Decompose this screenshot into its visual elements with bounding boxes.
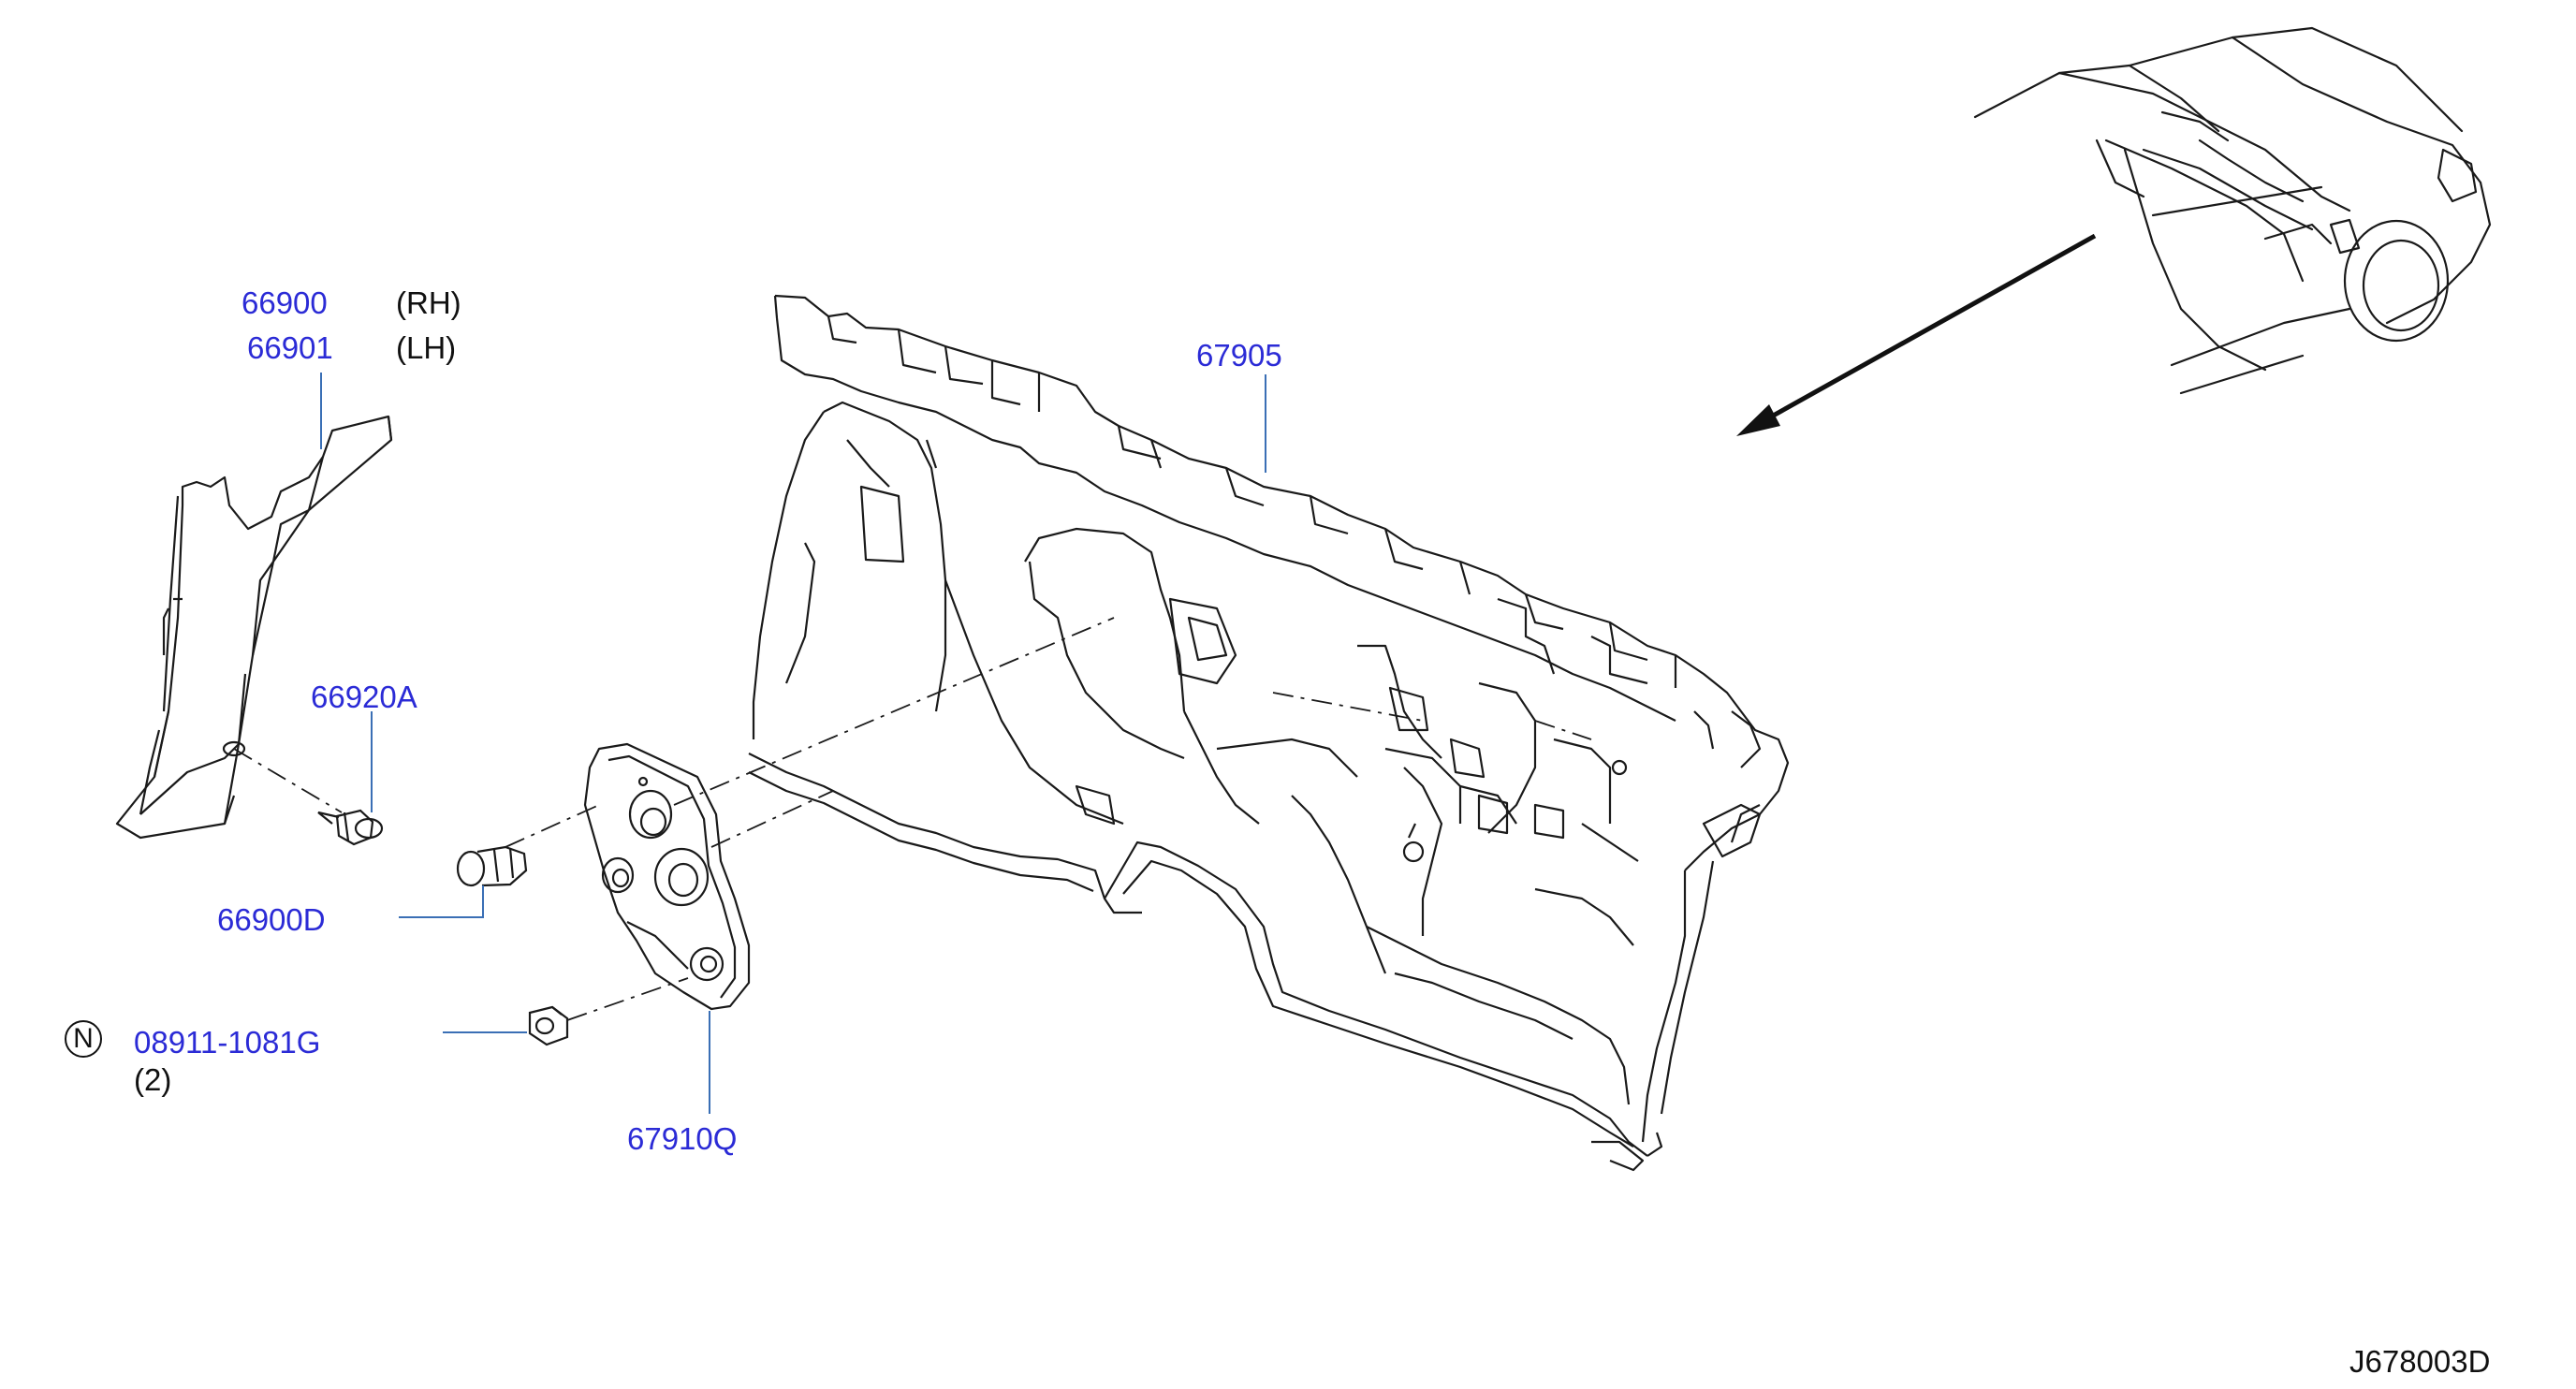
n-symbol-icon: N <box>65 1020 102 1058</box>
kicking-plate-66900 <box>115 415 393 840</box>
screw-66920A-icon <box>317 809 384 846</box>
side-rh-label: (RH) <box>396 285 461 320</box>
leader-lines <box>320 373 1266 1114</box>
drawing-number: J678003D <box>2349 1344 2491 1379</box>
part-number-08911-1081G[interactable]: 08911-1081G <box>134 1025 321 1060</box>
part-number-67905[interactable]: 67905 <box>1196 338 1282 373</box>
direction-arrow-icon <box>1736 233 2097 436</box>
part-number-67910Q[interactable]: 67910Q <box>627 1121 738 1156</box>
part-number-66900D[interactable]: 66900D <box>217 902 326 937</box>
n-symbol-text: N <box>73 1023 94 1054</box>
clip-66900D-icon <box>456 845 528 887</box>
vehicle-location-view <box>1973 26 2492 395</box>
part-number-66900[interactable]: 66900 <box>242 285 328 320</box>
dash-insulator-67905 <box>748 294 1790 1172</box>
insulator-67910Q <box>583 742 751 1011</box>
side-lh-label: (LH) <box>396 330 457 365</box>
quantity-label: (2) <box>134 1062 172 1097</box>
part-number-66920A[interactable]: 66920A <box>311 680 417 714</box>
assembly-guide-lines <box>233 617 1592 1021</box>
part-number-66901[interactable]: 66901 <box>247 330 333 365</box>
nut-08911-1081G-icon <box>528 1005 569 1046</box>
